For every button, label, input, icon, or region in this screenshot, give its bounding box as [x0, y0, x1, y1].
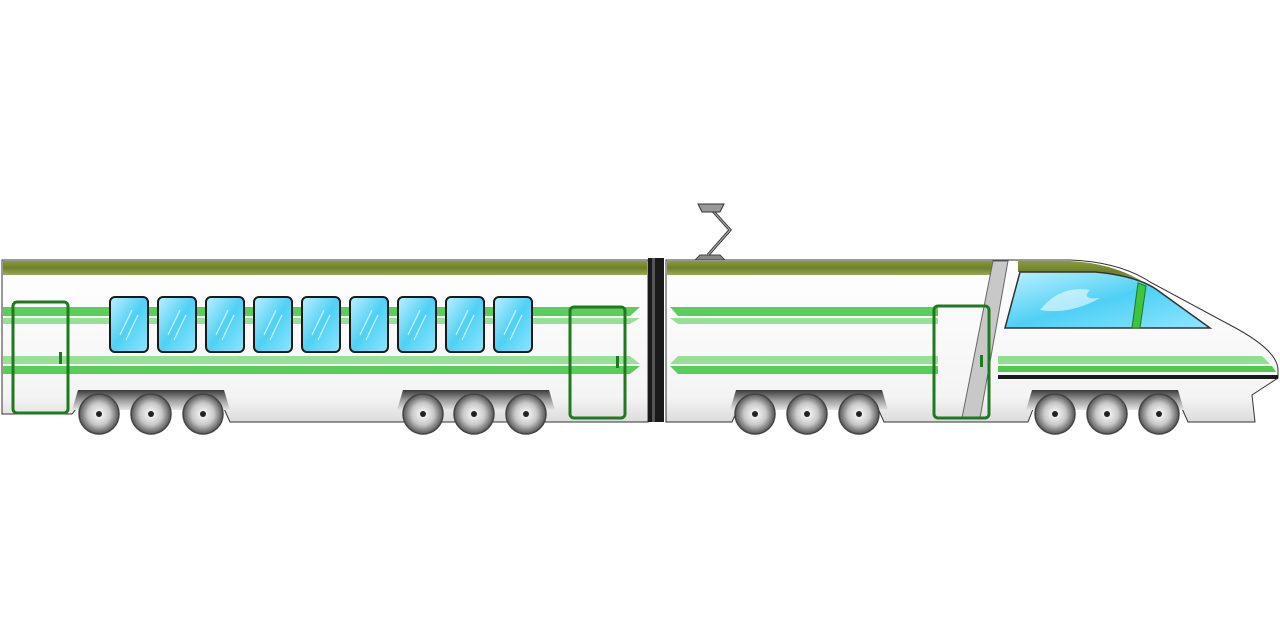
nose-stripe-light — [998, 356, 1270, 364]
pantograph — [691, 203, 733, 263]
wheel — [1138, 393, 1180, 435]
rear-car-green-stripe-lower-dark — [3, 366, 640, 374]
window — [253, 296, 293, 353]
wheel — [453, 393, 495, 435]
nose-stripe-dark — [998, 375, 1278, 379]
rear-car-door-right — [568, 305, 627, 420]
door-handle — [616, 356, 619, 368]
power-car-green-stripe-upper — [670, 307, 938, 316]
rear-car-door-left — [11, 300, 70, 415]
wheel — [130, 393, 172, 435]
power-car-green-stripe-upper-light — [670, 318, 938, 324]
window — [397, 296, 437, 353]
power-car-roof-stripe — [667, 261, 997, 275]
power-car-green-stripe-lower — [670, 356, 938, 364]
cab-door — [932, 304, 991, 420]
windshield-reflection — [1040, 289, 1100, 312]
coupler-highlight — [652, 258, 655, 422]
wheel — [838, 393, 880, 435]
wheel — [1086, 393, 1128, 435]
wheel — [182, 393, 224, 435]
power-car-green-stripe-lower-dark — [670, 366, 938, 374]
wheels — [78, 393, 1180, 435]
windshield-pillar — [1131, 282, 1147, 329]
window — [349, 296, 389, 353]
rear-car-roof-stripe — [3, 261, 647, 275]
rear-car-green-stripe-lower — [3, 356, 640, 364]
window — [301, 296, 341, 353]
window — [109, 296, 149, 353]
rear-car — [1, 259, 649, 423]
wheel — [734, 393, 776, 435]
wheel — [505, 393, 547, 435]
door-handle — [59, 352, 62, 364]
window — [445, 296, 485, 353]
wheel — [402, 393, 444, 435]
wheel — [786, 393, 828, 435]
wheel — [1034, 393, 1076, 435]
window-reflections — [119, 309, 523, 341]
window — [205, 296, 245, 353]
wheel — [78, 393, 120, 435]
coupler — [648, 258, 664, 422]
power-car — [665, 203, 1279, 423]
windshield — [1004, 271, 1213, 329]
rear-car-windows — [109, 296, 533, 353]
door-handle — [980, 355, 983, 367]
window — [493, 296, 533, 353]
nose-stripe-green — [998, 366, 1276, 372]
window — [157, 296, 197, 353]
